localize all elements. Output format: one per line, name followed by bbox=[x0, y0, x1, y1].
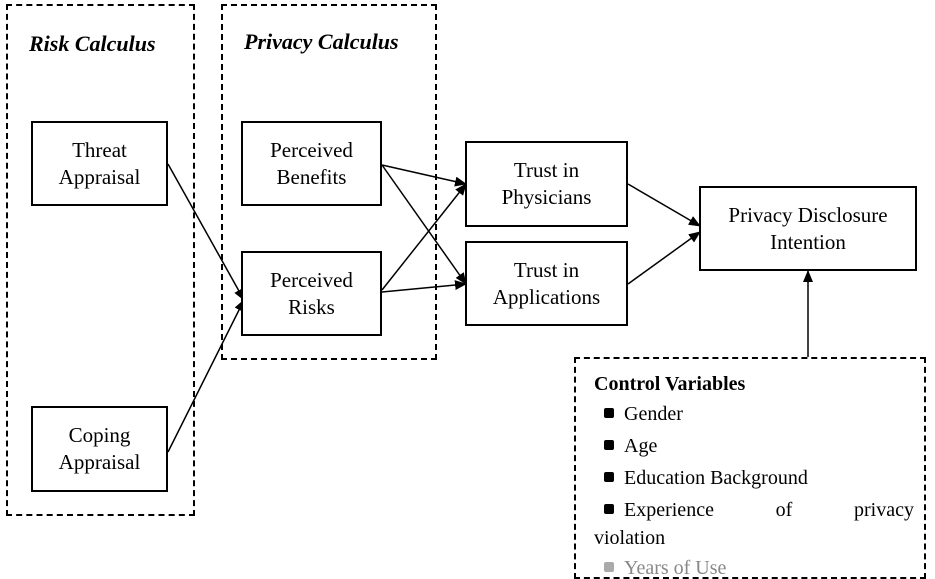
bullet-icon bbox=[604, 472, 614, 482]
trust-applications-line2: Applications bbox=[492, 284, 601, 309]
control-item-years-partial: Years of Use bbox=[604, 557, 726, 577]
perceived-benefits-node: Perceived Benefits bbox=[241, 121, 382, 206]
trust-physicians-line1: Trust in bbox=[513, 158, 580, 182]
bullet-icon bbox=[604, 504, 614, 514]
coping-appraisal-line1: Coping bbox=[68, 423, 131, 447]
edge-benefits-to-applications bbox=[381, 164, 467, 285]
edge-risks-to-physicians bbox=[381, 183, 467, 291]
risk-calculus-group bbox=[6, 4, 195, 516]
edge-benefits-to-physicians bbox=[381, 164, 467, 187]
coping-appraisal-line2: Appraisal bbox=[58, 450, 141, 474]
threat-appraisal-line2: Appraisal bbox=[58, 164, 141, 189]
threat-appraisal-node: Threat Appraisal bbox=[31, 121, 168, 206]
trust-physicians-line2: Physicians bbox=[501, 185, 592, 209]
perceived-benefits-line1: Perceived bbox=[270, 137, 353, 162]
edge-applications-to-intention bbox=[627, 231, 701, 285]
edge-physicians-to-intention bbox=[627, 183, 701, 227]
control-variables-box: Control Variables Gender Age Education B… bbox=[574, 357, 926, 579]
coping-appraisal-node: Coping Appraisal bbox=[31, 406, 168, 492]
bullet-icon bbox=[604, 562, 614, 572]
control-item-experience-cont: violation bbox=[594, 527, 666, 549]
trust-physicians-node: Trust in Physicians bbox=[465, 141, 628, 227]
control-item-age: Age bbox=[604, 435, 657, 458]
perceived-risks-line2: Risks bbox=[288, 294, 335, 319]
threat-appraisal-line1: Threat bbox=[72, 137, 127, 162]
perceived-risks-line1: Perceived bbox=[270, 267, 353, 292]
trust-applications-node: Trust in Applications bbox=[465, 241, 628, 326]
control-item-gender: Gender bbox=[604, 403, 683, 426]
privacy-disclosure-line2: Intention bbox=[770, 229, 846, 254]
privacy-calculus-title: Privacy Calculus bbox=[244, 29, 399, 54]
edge-threat-to-risks bbox=[167, 163, 245, 301]
control-item-education: Education Background bbox=[604, 467, 808, 490]
perceived-risks-node: Perceived Risks bbox=[241, 251, 382, 336]
control-item-experience: Experience of privacy bbox=[604, 499, 914, 522]
privacy-calculus-group bbox=[221, 4, 437, 360]
trust-applications-line1: Trust in bbox=[513, 257, 580, 282]
edge-risks-to-applications bbox=[381, 280, 467, 293]
privacy-disclosure-line1: Privacy Disclosure bbox=[728, 202, 888, 227]
control-variables-title: Control Variables bbox=[594, 373, 746, 395]
bullet-icon bbox=[604, 440, 614, 450]
risk-calculus-title: Risk Calculus bbox=[29, 31, 156, 56]
perceived-benefits-line2: Benefits bbox=[276, 164, 347, 189]
edge-coping-to-risks bbox=[167, 299, 245, 453]
bullet-icon bbox=[604, 408, 614, 418]
privacy-disclosure-node: Privacy Disclosure Intention bbox=[699, 186, 917, 271]
